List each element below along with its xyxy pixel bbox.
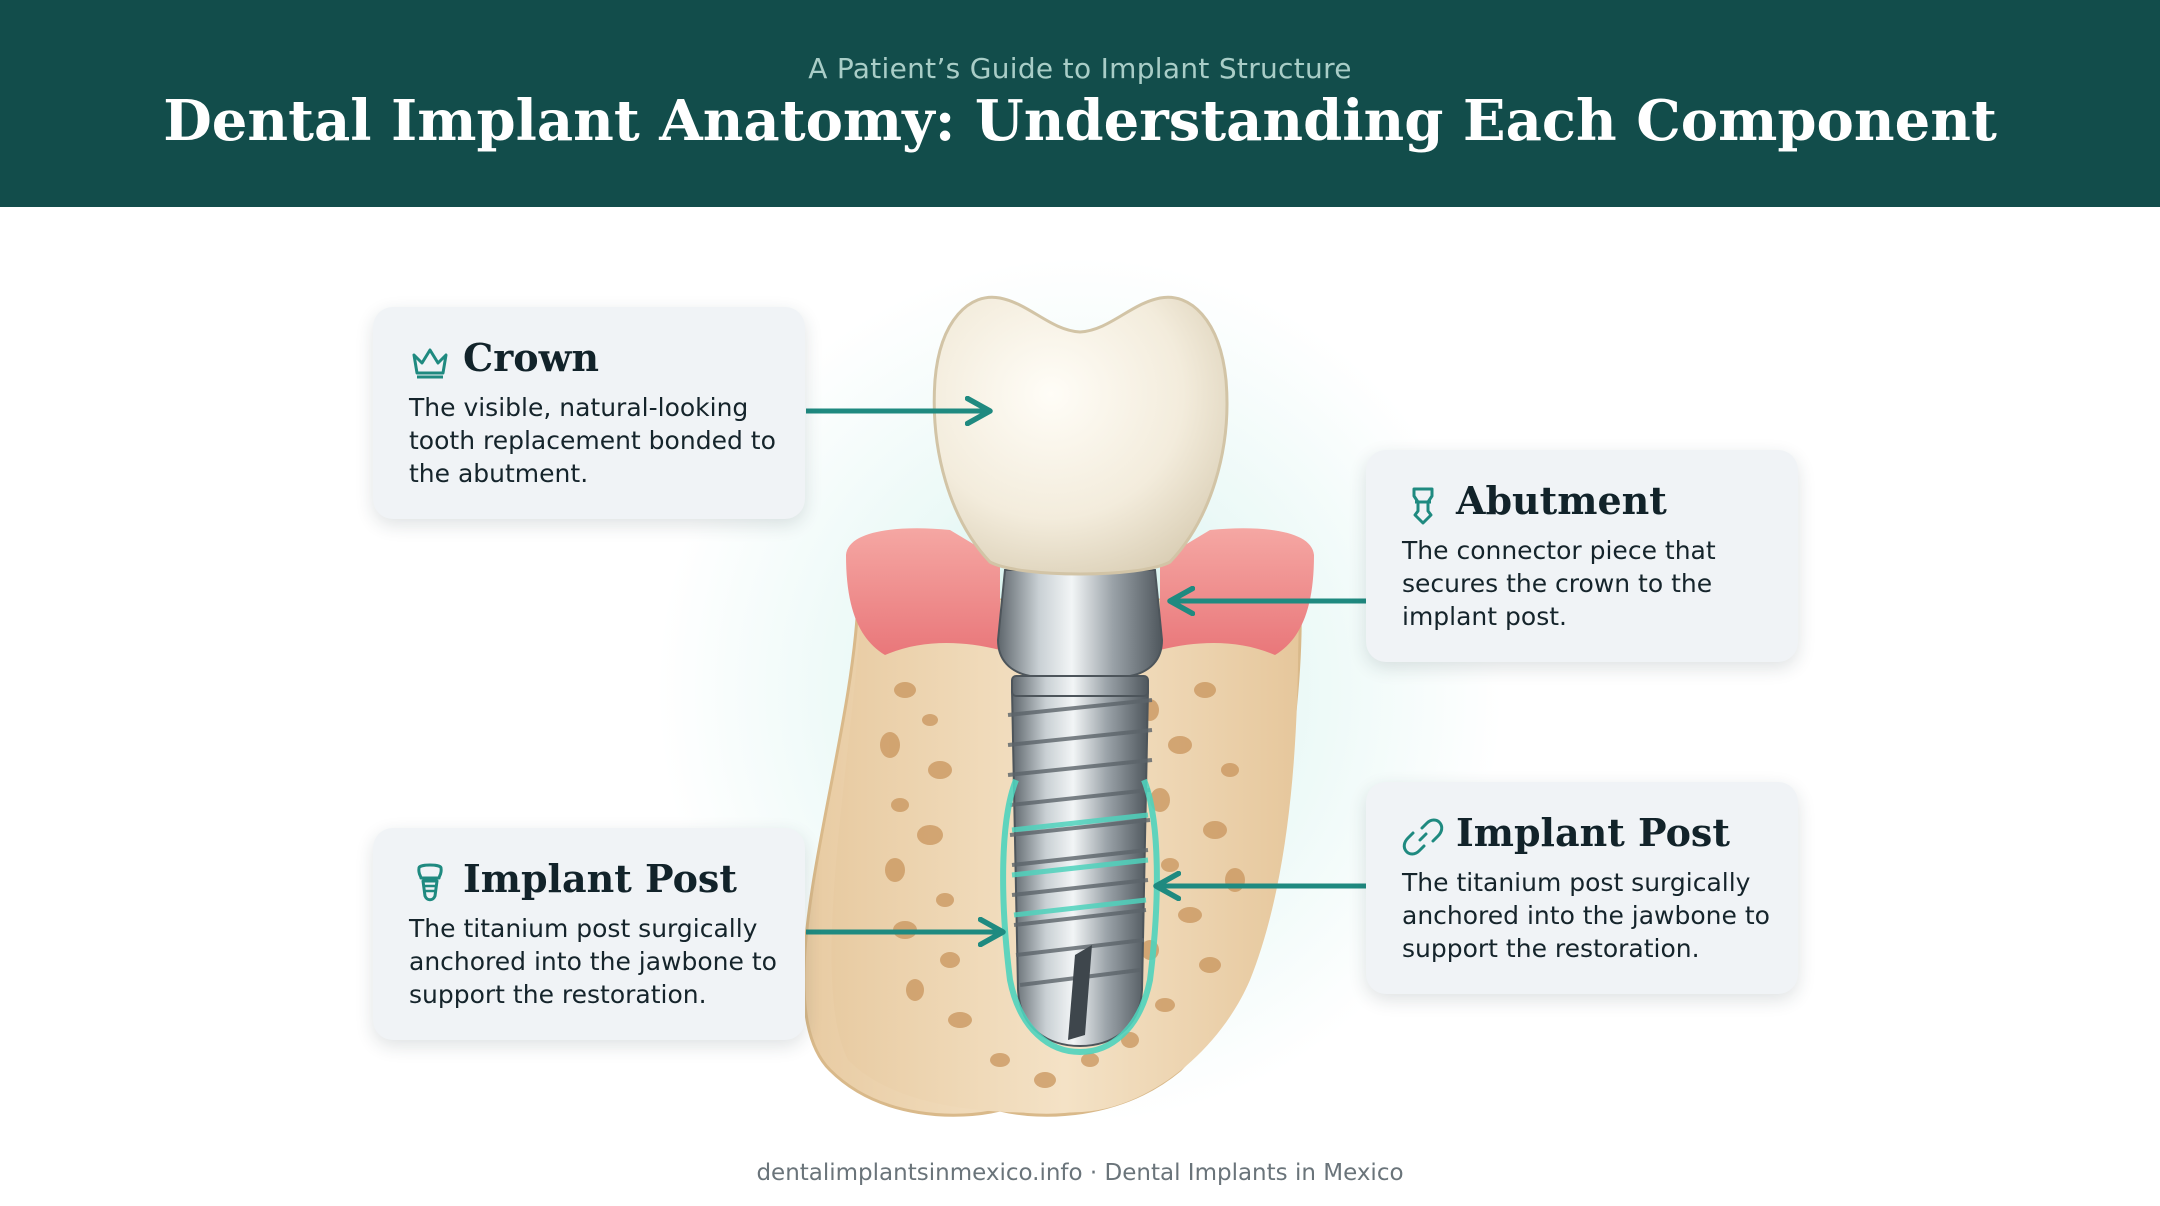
implant-post-left-title: Implant Post (463, 856, 737, 901)
implant-post-left-text: The titanium post surgically anchored in… (409, 914, 777, 1009)
implant-post-right-text: The titanium post surgically anchored in… (1402, 868, 1770, 963)
page-title: Dental Implant Anatomy: Understanding Ea… (163, 88, 1997, 154)
implant-post-left-card: Implant Post The titanium post surgicall… (373, 828, 805, 1040)
crown-card: Crown The visible, natural-looking tooth… (373, 307, 805, 519)
abutment-card-text: The connector piece that secures the cro… (1402, 536, 1716, 631)
implant-post (1000, 689, 1160, 1056)
implant-post-right-title: Implant Post (1456, 810, 1730, 855)
crown-card-title: Crown (463, 335, 599, 380)
gum-tissue (846, 528, 1000, 655)
crown-card-text: The visible, natural-looking tooth repla… (409, 393, 776, 488)
footer-credit: dentalimplantsinmexico.info · Dental Imp… (756, 1160, 1404, 1186)
crown-icon (412, 348, 448, 379)
header-banner: A Patient’s Guide to Implant Structure D… (0, 0, 2160, 207)
implant-tooth-icon (417, 863, 443, 902)
abutment-card-title: Abutment (1456, 478, 1667, 523)
page-subtitle: A Patient’s Guide to Implant Structure (808, 52, 1352, 85)
abutment (996, 569, 1164, 697)
link-icon (1402, 818, 1444, 856)
crown (932, 295, 1229, 576)
abutment-card: Abutment The connector piece that secure… (1366, 450, 1798, 662)
bone-pores (880, 672, 1245, 1088)
abutment-icon (1412, 487, 1434, 525)
implant-post-right-card: Implant Post The titanium post surgicall… (1366, 782, 1798, 994)
